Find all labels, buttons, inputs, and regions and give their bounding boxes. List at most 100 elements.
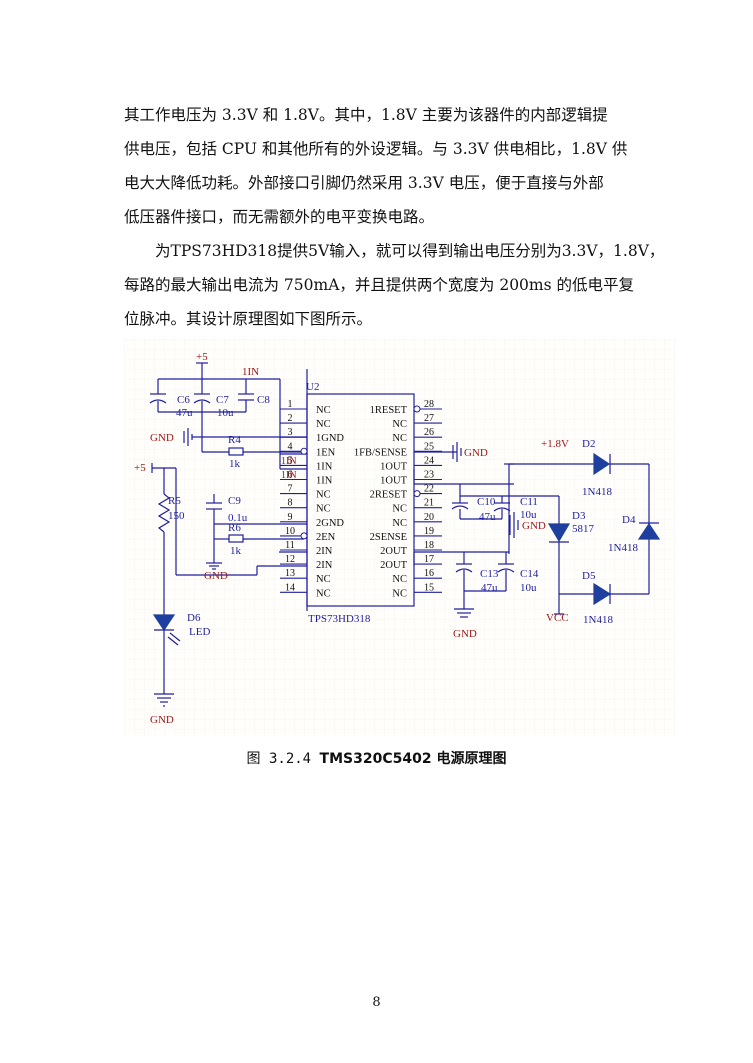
- pin-number: 13: [285, 568, 295, 579]
- label-1in-top: 1IN: [242, 366, 259, 378]
- p1-line-4: 低压器件接口，而无需额外的电平变换电路。: [124, 208, 435, 226]
- label-plus5-left: +5: [134, 462, 146, 474]
- pin-number: 5: [288, 455, 293, 466]
- pin-name: NC: [316, 504, 331, 515]
- label-gnd-1: GND: [150, 432, 174, 444]
- pin-number: 19: [424, 526, 434, 537]
- label-d3: D3: [572, 510, 586, 522]
- pin-number: 2: [288, 413, 293, 424]
- chip-name: TPS73HD318: [308, 613, 371, 625]
- pin-name: 2OUT: [380, 560, 407, 571]
- pin-name: NC: [392, 588, 407, 599]
- label-c7-value: 10u: [217, 407, 234, 419]
- inversion-bubble: [413, 405, 421, 413]
- paragraph-1: 其工作电压为 3.3V 和 1.8V。其中，1.8V 主要为该器件的内部逻辑提 …: [124, 98, 672, 234]
- label-c11: C11: [520, 496, 538, 508]
- pin-name: NC: [316, 419, 331, 430]
- p2-line-3: 位脉冲。其设计原理图如下图所示。: [124, 310, 373, 328]
- label-c10: C10: [477, 496, 496, 508]
- pin-right-17: 17 2OUT: [380, 554, 442, 571]
- pin-name: 2OUT: [380, 546, 407, 557]
- wires: [149, 362, 661, 707]
- label-gnd-4: GND: [464, 447, 488, 459]
- pin-number: 24: [424, 455, 434, 466]
- schematic-labels: +5 1IN U2 C6 47u C7 10u C8 GND R4 1k +5 …: [134, 351, 638, 726]
- label-r4: R4: [228, 434, 241, 446]
- pin-number: 27: [424, 413, 434, 424]
- label-d2: D2: [582, 438, 595, 450]
- pin-name: 2IN: [316, 546, 333, 557]
- label-c14: C14: [520, 568, 539, 580]
- pin-name: 1OUT: [380, 461, 407, 472]
- pin-number: 16: [424, 568, 434, 579]
- label-c11-value: 10u: [520, 509, 537, 521]
- label-net-1in-b: 1IN: [281, 470, 297, 481]
- pin-name: 1EN: [316, 447, 336, 458]
- label-c9-value: 0.1u: [228, 512, 248, 524]
- pin-right-24: 24 1OUT: [380, 455, 442, 472]
- pin-number: 6: [288, 470, 293, 481]
- p2-line-2: 每路的最大输出电流为 750mA，并且提供两个宽度为 200ms 的低电平复: [124, 276, 634, 294]
- chip-pins: 1NC2NC31GND41EN51IN61IN7NC8NC92GND102EN1…: [280, 399, 442, 599]
- caption-prefix: 图 3.2.4: [246, 751, 320, 767]
- pin-number: 18: [424, 540, 434, 551]
- pin-name: NC: [392, 419, 407, 430]
- p1-line-3: 电大大降低功耗。外部接口引脚仍然采用 3.3V 电压，便于直接与外部: [124, 174, 604, 192]
- label-r6-value: 1k: [230, 545, 242, 557]
- pin-number: 4: [288, 441, 293, 452]
- chip-body: [306, 393, 415, 607]
- pin-number: 15: [424, 582, 434, 593]
- label-c13-value: 47u: [481, 582, 498, 594]
- label-d5-value: 1N418: [583, 614, 613, 626]
- label-c10-value: 47u: [479, 511, 496, 523]
- pin-number: 14: [285, 582, 295, 593]
- pin-number: 21: [424, 498, 434, 509]
- pin-name: 1IN: [316, 461, 333, 472]
- label-d4-value: 1N418: [608, 542, 638, 554]
- label-c7: C7: [216, 394, 229, 406]
- label-r6: R6: [228, 522, 241, 534]
- pin-right-18: 18 2OUT: [380, 540, 442, 557]
- pin-name: NC: [392, 433, 407, 444]
- pin-name: NC: [316, 405, 331, 416]
- pin-number: 26: [424, 427, 434, 438]
- paragraph-2: 为TPS73HD318提供5V输入，就可以得到输出电压分别为3.3V，1.8V，…: [124, 234, 672, 336]
- label-r5: R5: [168, 495, 181, 507]
- pin-number: 20: [424, 512, 434, 523]
- figure-caption: 图 3.2.4 TMS320C5402 电源原理图: [0, 748, 753, 768]
- schematic-diagram: 1NC2NC31GND41EN51IN61IN7NC8NC92GND102EN1…: [124, 339, 676, 736]
- pin-name: NC: [316, 490, 331, 501]
- pin-left-2: 2NC: [280, 413, 331, 430]
- pin-name: 1OUT: [380, 476, 407, 487]
- label-gnd-5: GND: [522, 520, 546, 532]
- label-d6: D6: [187, 612, 201, 624]
- label-c9: C9: [228, 495, 241, 507]
- pin-number: 7: [288, 484, 293, 495]
- pin-name: 1IN: [316, 476, 333, 487]
- label-gnd-2: GND: [204, 570, 228, 582]
- p2-line-1: 为TPS73HD318提供5V输入，就可以得到输出电压分别为3.3V，1.8V，: [155, 242, 665, 260]
- inversion-bubble: [300, 447, 308, 455]
- pin-number: 9: [288, 512, 293, 523]
- pin-number: 1: [288, 399, 293, 410]
- label-d3-value: 5817: [572, 523, 595, 535]
- caption-title: TMS320C5402 电源原理图: [319, 751, 507, 767]
- label-net-1in-a: 1IN: [281, 456, 297, 467]
- chip-ref: U2: [306, 381, 319, 393]
- pin-name: NC: [316, 588, 331, 599]
- label-plus5-top: +5: [196, 351, 208, 363]
- label-d4: D4: [622, 514, 636, 526]
- pin-number: 17: [424, 554, 434, 565]
- pin-number: 8: [288, 498, 293, 509]
